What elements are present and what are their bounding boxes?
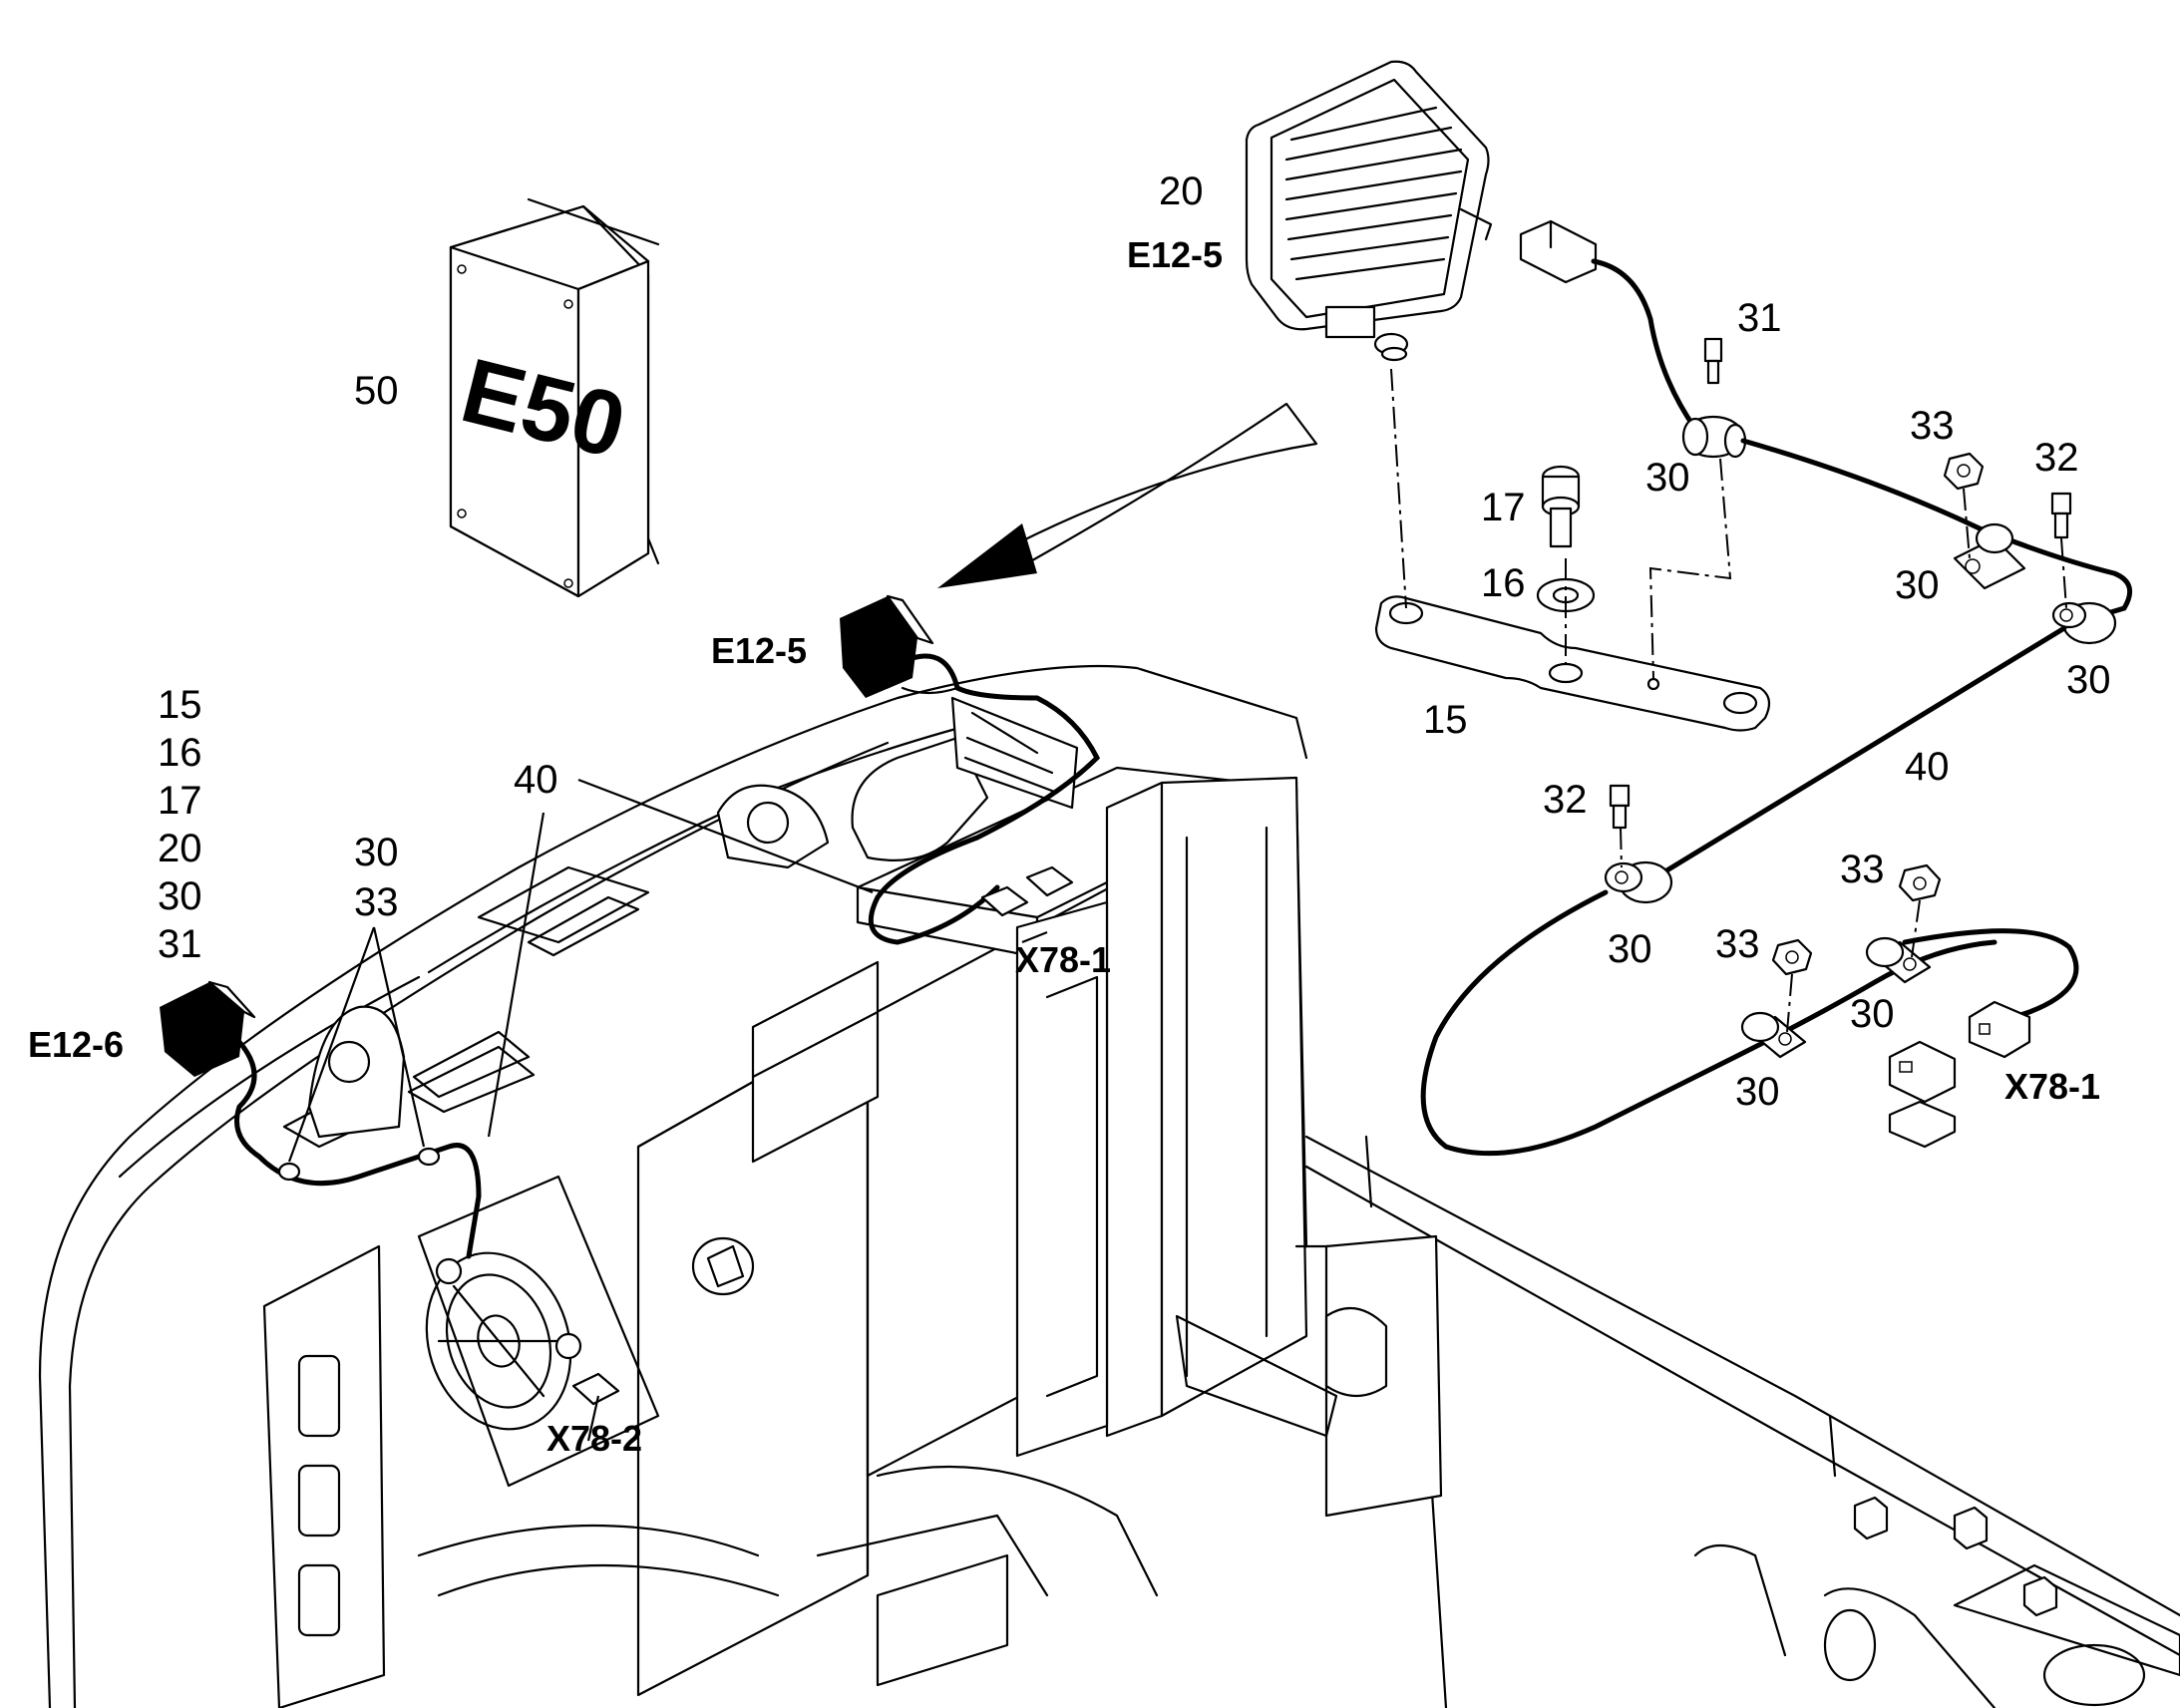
callout-list: 15 16 17 20 30 31 <box>158 683 202 966</box>
callout-30-f: 30 <box>1735 1070 1780 1114</box>
callout-30-a: 30 <box>1645 456 1690 500</box>
callout-33-c: 33 <box>1715 922 1760 966</box>
callout-30-g: 30 <box>354 831 399 874</box>
callout-32-b: 32 <box>1543 778 1588 822</box>
callout-40-right: 40 <box>1905 745 1950 789</box>
cable-loop <box>1420 889 1998 1157</box>
x78-1-mounted-connector <box>980 865 1074 917</box>
grommet-30-a <box>1681 415 1747 459</box>
assembly-lines <box>1390 368 2067 1033</box>
callout-15-bracket: 15 <box>1423 698 1468 742</box>
callout-17: 17 <box>1481 486 1526 529</box>
light-fins <box>1284 106 1463 281</box>
clamp-30-e <box>1865 936 1932 984</box>
callout-list-item: 31 <box>158 922 202 966</box>
callout-32-a: 32 <box>2034 436 2079 480</box>
cable-top-harness <box>868 653 1101 945</box>
callout-50: 50 <box>354 369 399 413</box>
bolt-31 <box>1703 337 1723 385</box>
clamp-left-30-33 <box>277 1147 441 1182</box>
callout-x78-1-right: X78-1 <box>2004 1066 2100 1107</box>
connector-plug-top <box>1519 219 1698 432</box>
nut-33-a <box>1943 452 1985 491</box>
callout-list-item: 20 <box>158 827 202 870</box>
machine-frame <box>38 664 2180 1708</box>
callout-labels: 20 E12-5 50 31 30 17 16 33 32 30 30 15 4… <box>28 170 2111 1459</box>
callout-30-e: 30 <box>1850 992 1895 1036</box>
clamp-30-f <box>1740 1011 1807 1059</box>
detail-arrow <box>937 402 1318 588</box>
callout-30-c: 30 <box>2066 658 2111 702</box>
callout-33-d: 33 <box>354 880 399 924</box>
callout-e12-6: E12-6 <box>28 1024 124 1065</box>
callout-33-a: 33 <box>1910 404 1955 448</box>
clamp-30-b <box>1953 522 2026 590</box>
callout-list-item: 15 <box>158 683 202 727</box>
clamp-30-d <box>1604 860 1673 904</box>
callout-20: 20 <box>1159 170 1204 213</box>
callout-30-d: 30 <box>1608 927 1652 971</box>
callout-31: 31 <box>1737 296 1782 340</box>
callout-33-b: 33 <box>1840 848 1885 891</box>
cable-to-x78-1 <box>1902 928 2079 1025</box>
nut-33-b <box>1898 863 1942 902</box>
callout-list-item: 17 <box>158 779 202 823</box>
work-light-e12-6-mounted <box>160 980 256 1077</box>
callout-e12-5-top: E12-5 <box>1127 234 1223 275</box>
work-light-top <box>1245 60 1493 362</box>
bolt-32-b <box>1609 784 1631 830</box>
callout-x78-2: X78-2 <box>546 1418 642 1459</box>
bracket-15 <box>1374 595 1771 732</box>
nut-33-c <box>1771 938 1813 976</box>
bolt-32-a <box>2050 492 2072 539</box>
callout-x78-1-mid: X78-1 <box>1015 939 1111 980</box>
callout-30-b: 30 <box>1895 563 1940 607</box>
callout-40-left: 40 <box>514 758 558 802</box>
leader-lines <box>287 778 1048 1442</box>
callout-list-item: 30 <box>158 874 202 918</box>
clamp-30-c <box>2051 601 2117 645</box>
cable-40-right <box>1652 625 2067 880</box>
x78-1-connector-parts <box>1888 1000 2031 1149</box>
x78-2-connector <box>435 1257 620 1406</box>
callout-16: 16 <box>1481 561 1526 605</box>
callout-list-item: 16 <box>158 731 202 775</box>
cable-left-harness <box>234 1039 482 1259</box>
callout-e12-5-mid: E12-5 <box>711 630 807 671</box>
e50-control-box: E50 <box>449 197 660 598</box>
screw-17 <box>1541 465 1581 548</box>
work-light-e12-5-mounted <box>840 594 959 698</box>
